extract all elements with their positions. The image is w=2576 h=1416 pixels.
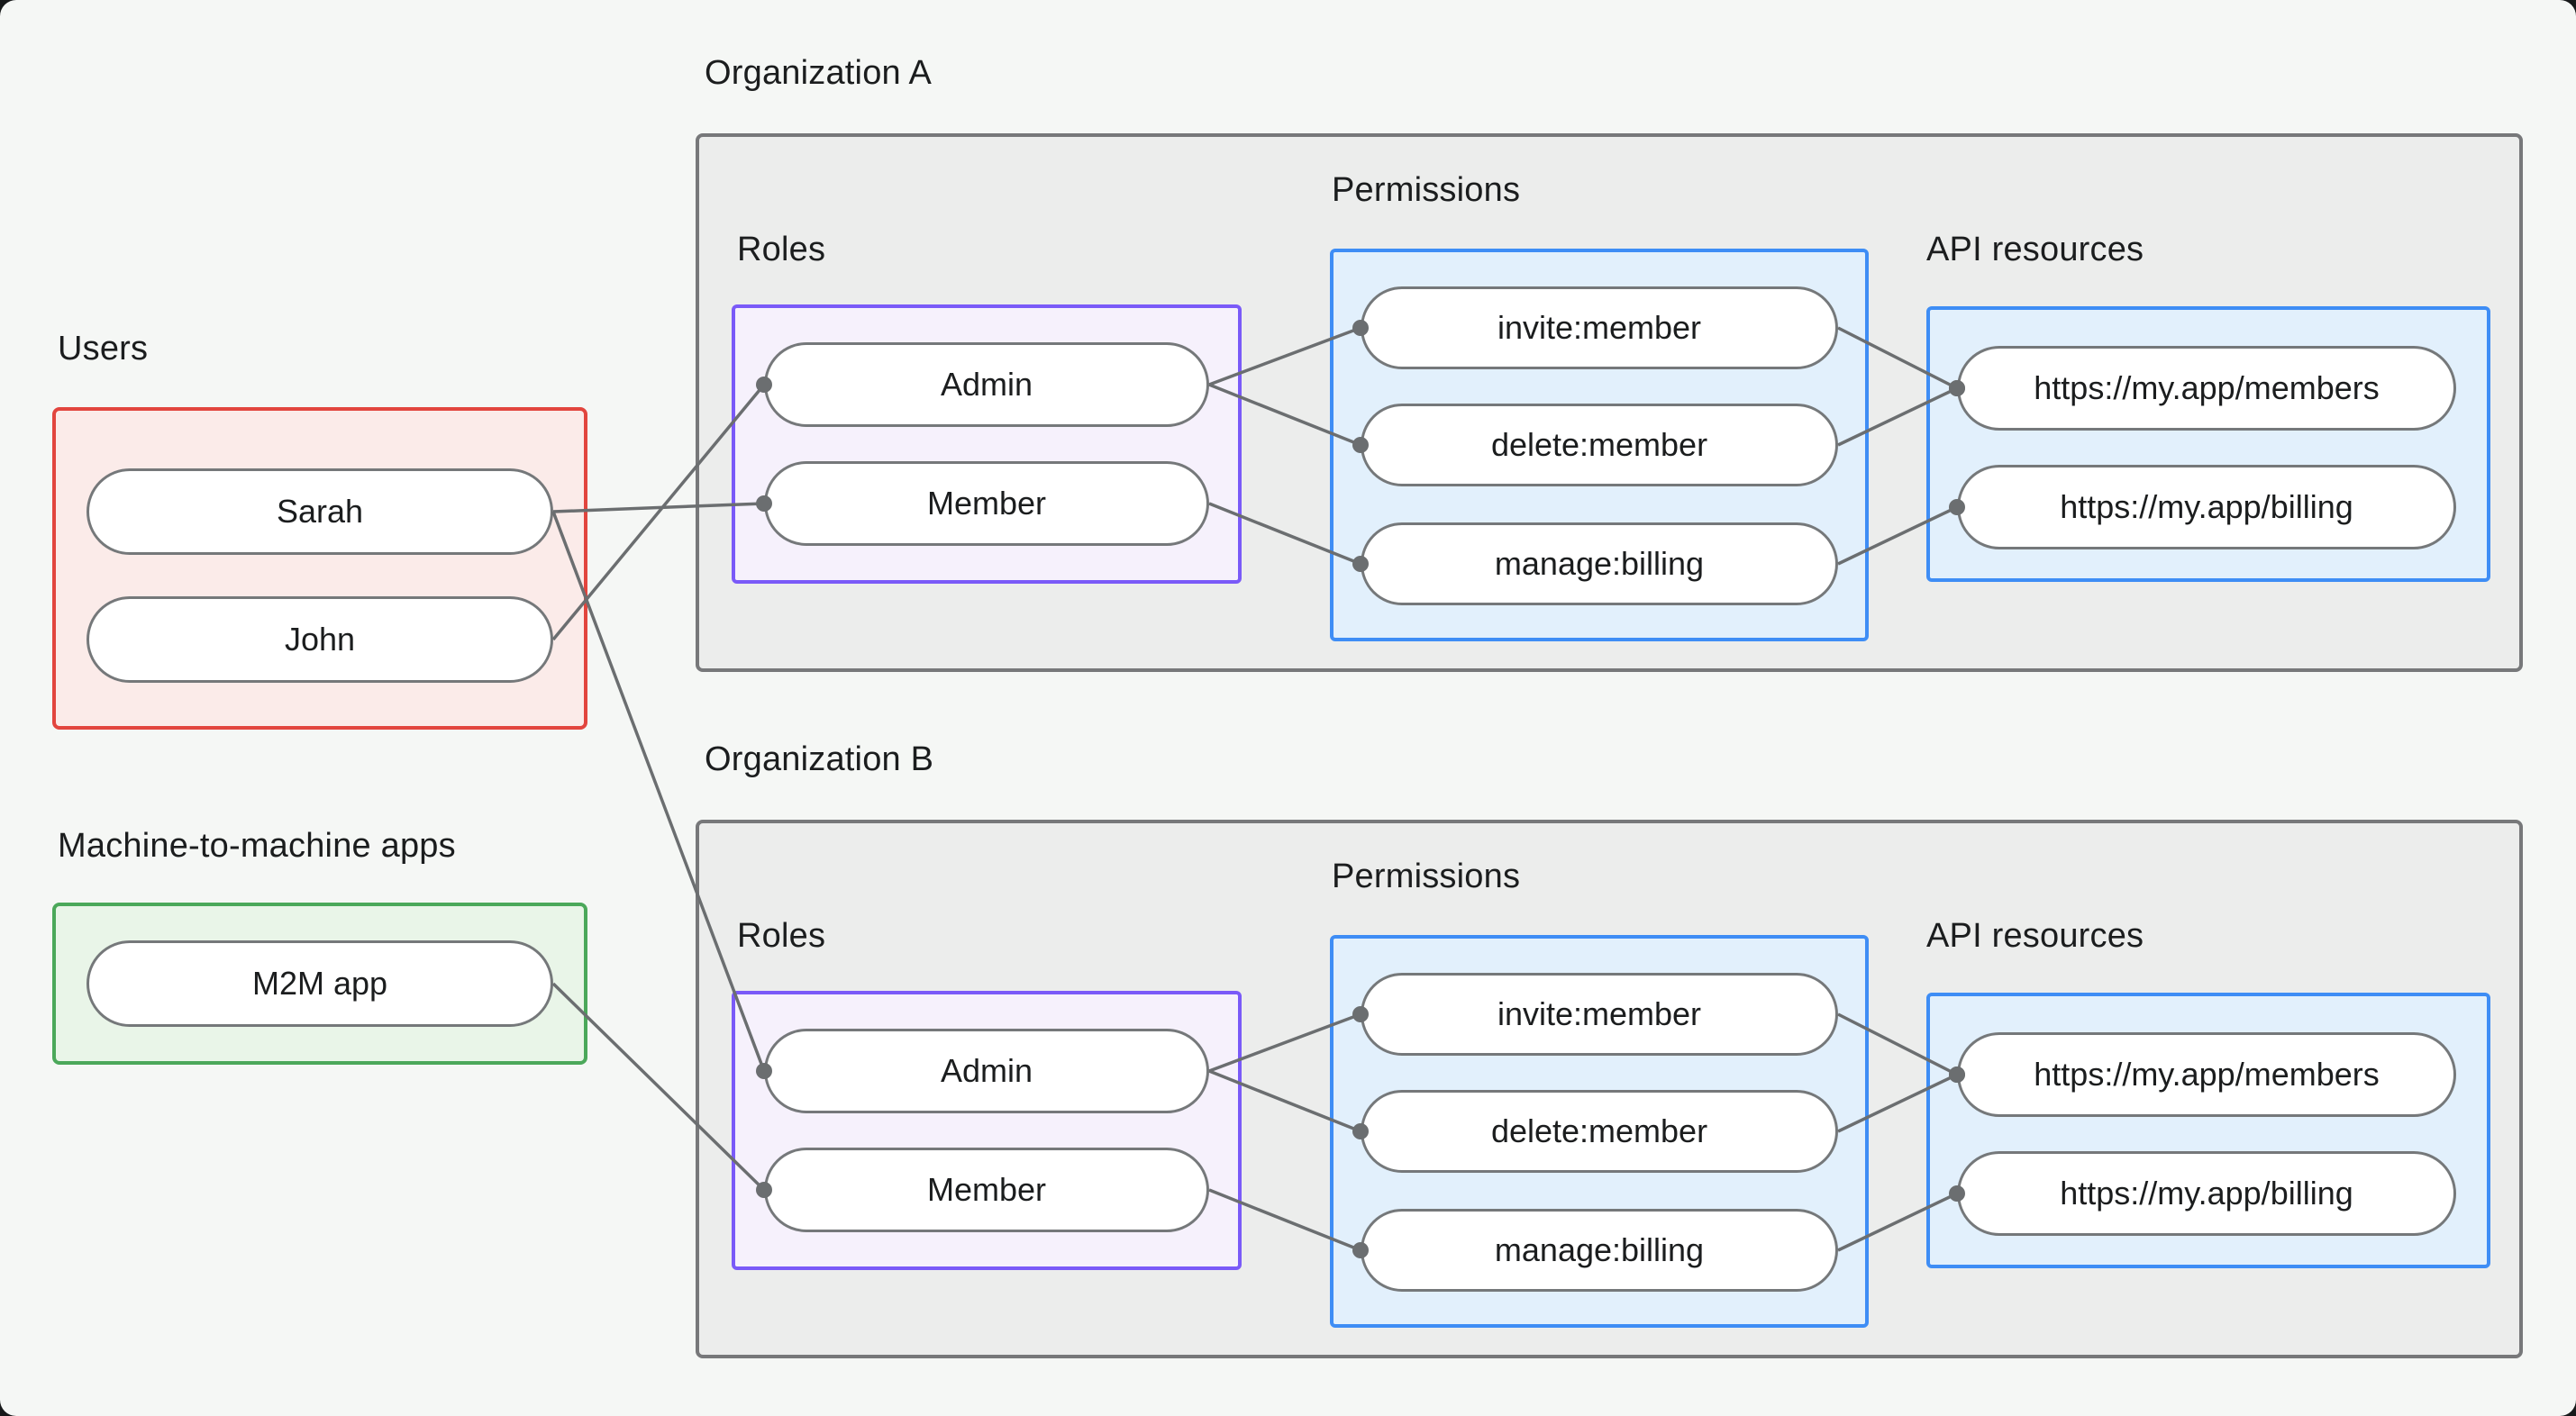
org-b-api-members-node: https://my.app/members [1957, 1032, 2456, 1117]
org-b-permissions-label: Permissions [1332, 858, 1521, 895]
m2m-section-label: Machine-to-machine apps [58, 827, 456, 865]
user-node-sarah: Sarah [86, 468, 553, 555]
org-b-api-resources-label: API resources [1926, 917, 2144, 955]
org-b-role-admin-node: Admin [764, 1029, 1209, 1113]
org-a-permissions-label: Permissions [1332, 171, 1521, 209]
org-b-api-billing-node: https://my.app/billing [1957, 1151, 2456, 1236]
organization-a-title: Organization A [705, 54, 933, 92]
org-b-permission-delete-member-node: delete:member [1361, 1090, 1838, 1173]
org-a-api-resources-label: API resources [1926, 231, 2144, 268]
organization-b-title: Organization B [705, 740, 934, 778]
org-b-permission-invite-member-node: invite:member [1361, 973, 1838, 1056]
org-a-api-members-node: https://my.app/members [1957, 346, 2456, 431]
m2m-app-node: M2M app [86, 940, 553, 1027]
org-a-role-member-node: Member [764, 461, 1209, 546]
org-b-permission-manage-billing-node: manage:billing [1361, 1209, 1838, 1292]
org-b-roles-label: Roles [737, 917, 826, 955]
org-a-permission-manage-billing-node: manage:billing [1361, 522, 1838, 605]
org-b-role-member-node: Member [764, 1148, 1209, 1232]
org-a-api-billing-node: https://my.app/billing [1957, 465, 2456, 549]
org-a-permission-invite-member-node: invite:member [1361, 286, 1838, 369]
org-a-roles-label: Roles [737, 231, 826, 268]
user-node-john: John [86, 596, 553, 683]
users-section-label: Users [58, 330, 149, 368]
org-a-permission-delete-member-node: delete:member [1361, 404, 1838, 486]
org-a-role-admin-node: Admin [764, 342, 1209, 427]
